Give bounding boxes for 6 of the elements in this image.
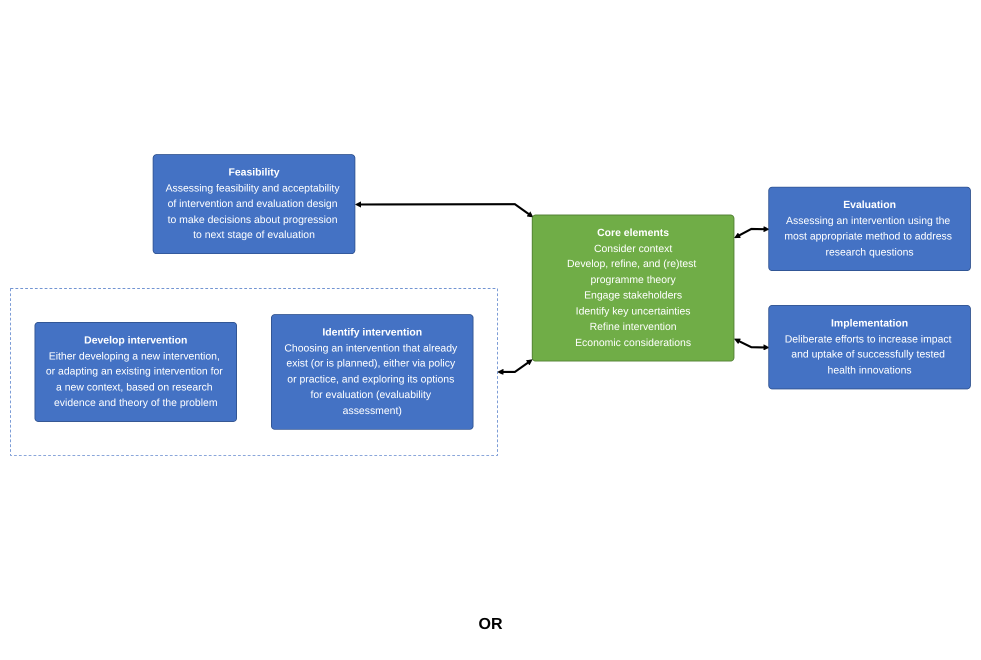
arrow (355, 201, 534, 218)
cluster (10, 288, 498, 456)
arrow (734, 226, 770, 238)
divider-text: OR (478, 616, 502, 633)
arrow (734, 338, 770, 350)
arrow (497, 359, 532, 375)
